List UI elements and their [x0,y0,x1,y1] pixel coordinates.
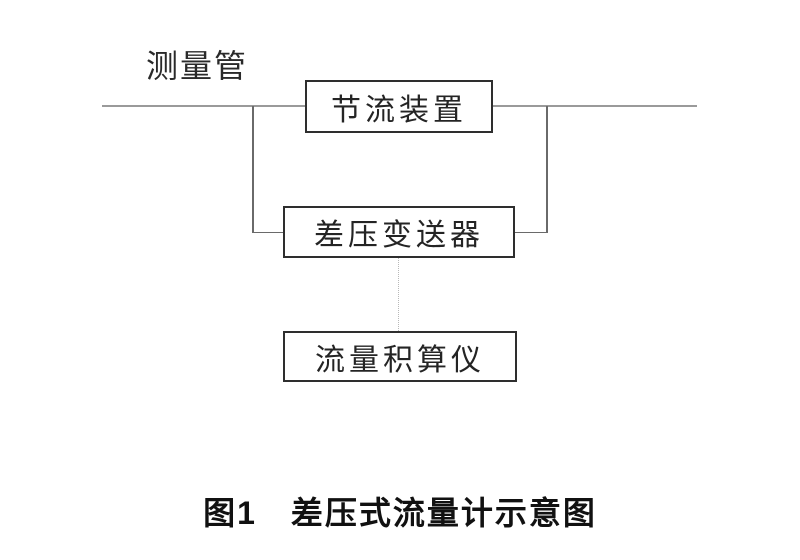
node-throttling-device: 节流装置 [305,80,493,133]
node-dp-transmitter: 差压变送器 [283,206,515,258]
connector-right-horizontal [515,231,548,233]
signal-line-dotted [398,258,399,331]
pipe-label: 测量管 [146,48,249,84]
connector-left-horizontal [252,231,284,233]
node-flow-totalizer: 流量积算仪 [283,331,517,382]
connector-right-vertical [546,106,548,233]
connector-left-vertical [252,106,254,233]
figure-caption: 图1 差压式流量计示意图 [203,495,597,531]
